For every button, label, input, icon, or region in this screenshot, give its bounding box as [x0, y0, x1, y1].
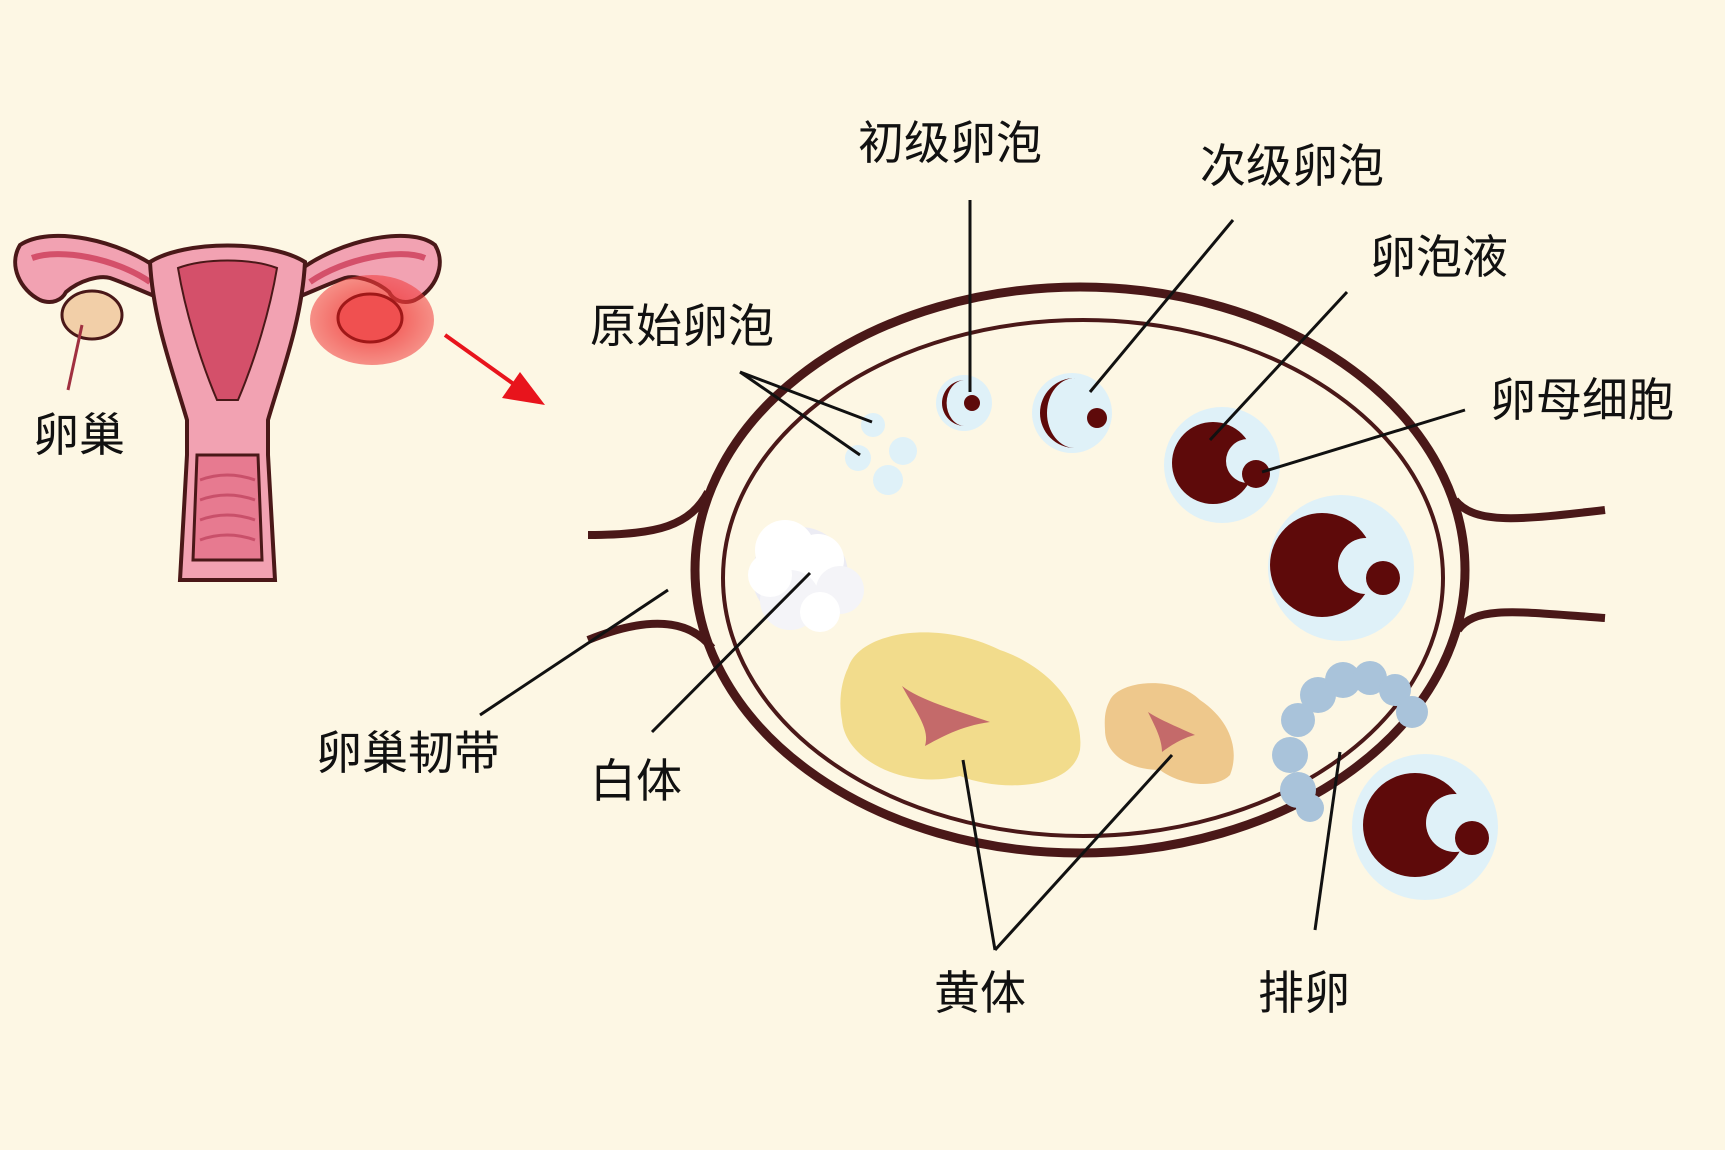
right-ligament-upper [1451, 497, 1606, 523]
corpus-albicans [748, 520, 864, 632]
right-ovary [336, 292, 404, 344]
uterus-body [147, 243, 308, 582]
label-follicular-fluid: 卵泡液 [1370, 230, 1508, 284]
right-tube-lumen [308, 251, 427, 285]
primary-follicle [936, 375, 992, 431]
leader-luteum-b [993, 753, 1174, 952]
leader-oocyte [1261, 408, 1466, 474]
corpus-luteum-small [1104, 683, 1234, 785]
label-corpus-luteum: 黄体 [934, 966, 1026, 1020]
mature-follicle [1268, 495, 1414, 641]
label-primary-follicle: 初级卵泡 [858, 116, 1042, 170]
ovary-inner-wall [721, 318, 1445, 838]
label-primordial-follicle: 原始卵泡 [590, 299, 774, 353]
left-ligament-lower [586, 619, 716, 651]
ovary-cross-section [479, 200, 1606, 952]
ovary-leader-line [66, 324, 84, 391]
leader-ovulation [1313, 751, 1342, 931]
leader-lines [479, 200, 1466, 952]
leader-fluid [1208, 290, 1349, 442]
ovulation-rupture [1272, 661, 1428, 822]
leader-secondary [1088, 219, 1235, 393]
tertiary-follicle [1164, 407, 1280, 523]
label-secondary-follicle: 次级卵泡 [1200, 139, 1384, 193]
zoom-arrow [443, 333, 545, 405]
ovulated-oocyte [1352, 754, 1498, 900]
label-ovary: 卵巢 [33, 408, 125, 462]
right-ligament-lower [1454, 608, 1606, 633]
primordial-follicles [845, 413, 917, 495]
leader-primordial-b [739, 370, 861, 457]
corpus-luteum-large [840, 632, 1081, 786]
uterus-illustration [13, 233, 442, 582]
leader-primordial-a [739, 370, 873, 424]
label-ovarian-ligament: 卵巢韧带 [316, 726, 500, 780]
cervix-folds [199, 473, 256, 542]
secondary-follicle [1032, 373, 1112, 453]
label-ovulation: 排卵 [1258, 966, 1350, 1020]
leader-albicans [650, 571, 812, 734]
left-ligament-upper [587, 490, 712, 539]
cervix [191, 453, 264, 562]
left-tube-lumen [30, 251, 152, 285]
leader-ligament [479, 588, 669, 717]
left-ovary [60, 289, 124, 341]
label-corpus-albicans: 白体 [590, 754, 682, 808]
uterine-cavity [176, 259, 279, 401]
label-oocyte: 卵母细胞 [1490, 373, 1674, 427]
leader-luteum-a [961, 759, 997, 951]
